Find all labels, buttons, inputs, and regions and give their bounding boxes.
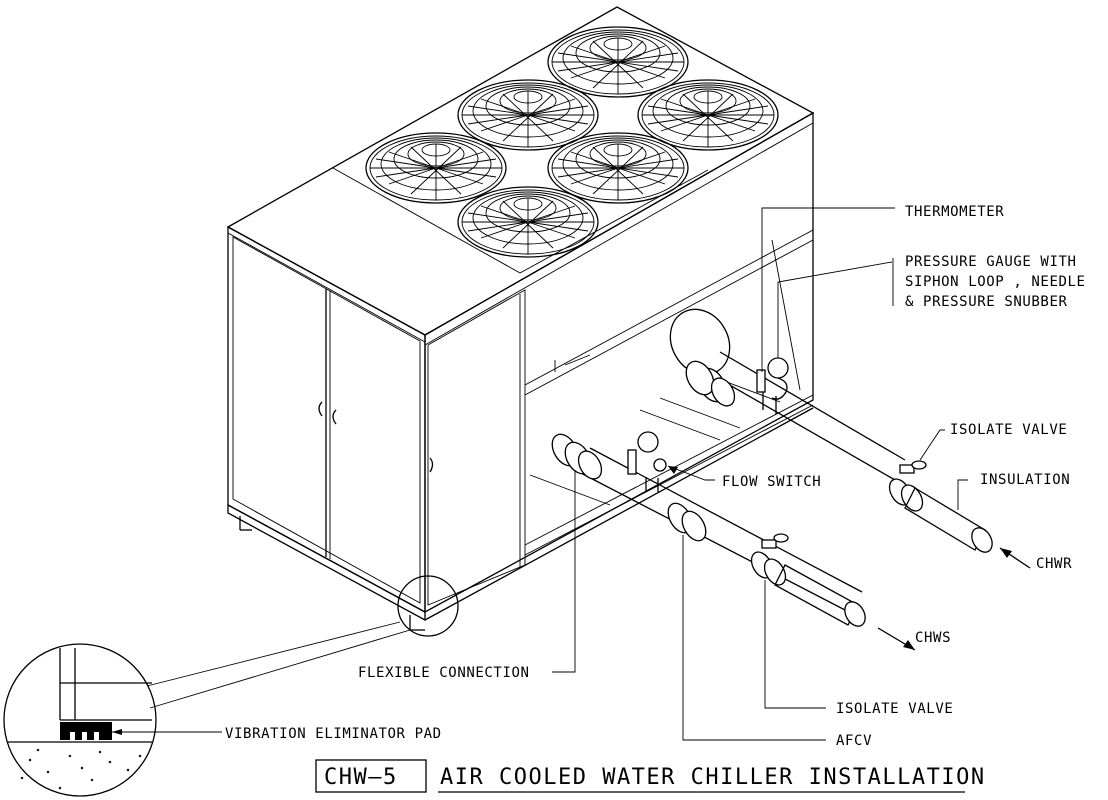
chws-pipe [551, 431, 866, 627]
label-flow-switch: FLOW SWITCH [722, 474, 821, 490]
label-thermometer: THERMOMETER [905, 204, 1004, 220]
vibration-pad-detail [3, 575, 459, 797]
label-isolate-valve-top: ISOLATE VALVE [950, 422, 1067, 438]
label-pressure-gauge-3: & PRESSURE SNUBBER [905, 294, 1068, 310]
label-pressure-gauge-1: PRESSURE GAUGE WITH [905, 254, 1077, 270]
label-pressure-gauge-2: SIPHON LOOP , NEEDLE [905, 274, 1086, 290]
title-block: CHW—5 AIR COOLED WATER CHILLER INSTALLAT… [315, 759, 986, 793]
leader-lines [552, 207, 968, 741]
label-insulation: INSULATION [980, 472, 1070, 488]
label-afcv: AFCV [836, 733, 872, 749]
chiller-unit [226, 6, 815, 631]
drawing-title: AIR COOLED WATER CHILLER INSTALLATION [440, 765, 986, 790]
drawing-code: CHW—5 [324, 765, 398, 790]
label-chws: CHWS [915, 630, 951, 646]
label-vibration-pad: VIBRATION ELIMINATOR PAD [225, 726, 442, 742]
flow-arrows [877, 547, 1031, 651]
label-chwr: CHWR [1036, 556, 1072, 572]
condenser-fans [365, 26, 779, 258]
label-isolate-valve-bottom: ISOLATE VALVE [836, 701, 953, 717]
chwr-pipe [669, 308, 993, 553]
callout-labels: THERMOMETER PRESSURE GAUGE WITH SIPHON L… [225, 204, 1086, 749]
label-flexible-connection: FLEXIBLE CONNECTION [358, 665, 530, 681]
